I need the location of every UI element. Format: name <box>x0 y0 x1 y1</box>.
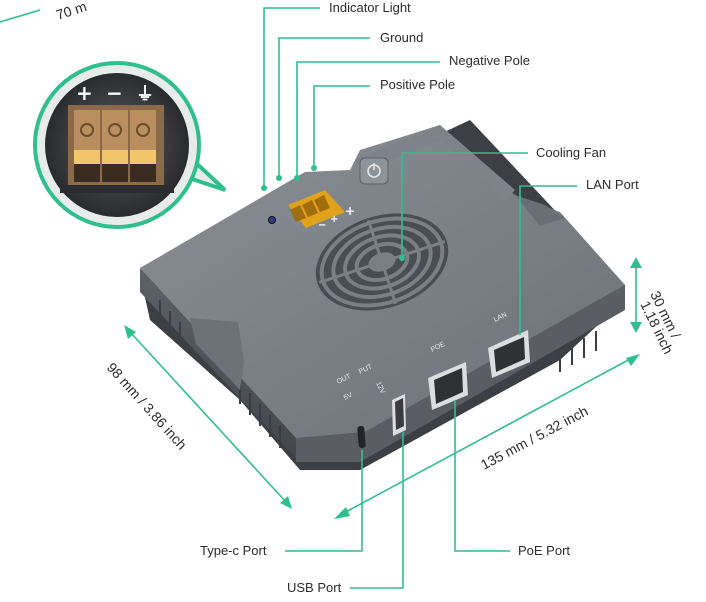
lan-port[interactable] <box>488 330 530 378</box>
device-terminal-sign-2: + <box>330 214 338 225</box>
terminal-zoom-bubble <box>33 61 227 229</box>
positive-leader <box>313 85 370 166</box>
label-poe-port: PoE Port <box>518 543 570 558</box>
indicator-led <box>268 216 276 224</box>
device-terminal-sign-3: + <box>345 204 355 218</box>
indicator-leader <box>263 7 320 186</box>
dim-depth: 98 mm / 3.86 inch <box>104 359 190 452</box>
fan-leader <box>401 152 528 258</box>
terminal-block <box>288 190 345 228</box>
dimension-arrows <box>0 9 642 519</box>
usb-leader <box>350 432 404 589</box>
label-ground: Ground <box>380 30 423 45</box>
type-c-port[interactable] <box>357 425 366 449</box>
zoom-sign-minus: − <box>106 81 123 105</box>
cooling-fan <box>315 213 449 311</box>
5v-print: 5V <box>343 392 354 402</box>
device-terminal-sign-1: − <box>318 220 326 231</box>
poe-leader <box>454 400 510 552</box>
zoom-sign-plus: + <box>76 81 93 105</box>
dim-top-partial: 70 m <box>54 0 89 23</box>
lan-leader <box>519 185 577 335</box>
zoom-sign-ground: ⏚ <box>136 84 154 105</box>
label-positive-pole: Positive Pole <box>380 77 455 92</box>
callout-lines <box>263 7 577 589</box>
label-negative-pole: Negative Pole <box>449 53 530 68</box>
12v-print: 12V <box>374 381 386 396</box>
typec-leader <box>285 450 363 552</box>
negative-leader <box>296 61 440 176</box>
ground-leader <box>278 37 370 176</box>
label-type-c-port: Type-c Port <box>200 543 267 558</box>
dim-width: 135 mm / 5.32 inch <box>478 403 591 473</box>
usb-port[interactable] <box>392 394 406 436</box>
label-indicator-light: Indicator Light <box>329 0 411 15</box>
poe-port[interactable] <box>428 362 468 410</box>
label-cooling-fan: Cooling Fan <box>536 145 606 160</box>
power-button[interactable] <box>359 157 389 185</box>
label-lan-port: LAN Port <box>586 177 639 192</box>
callout-dots <box>261 165 405 261</box>
label-usb-port: USB Port <box>287 580 342 595</box>
